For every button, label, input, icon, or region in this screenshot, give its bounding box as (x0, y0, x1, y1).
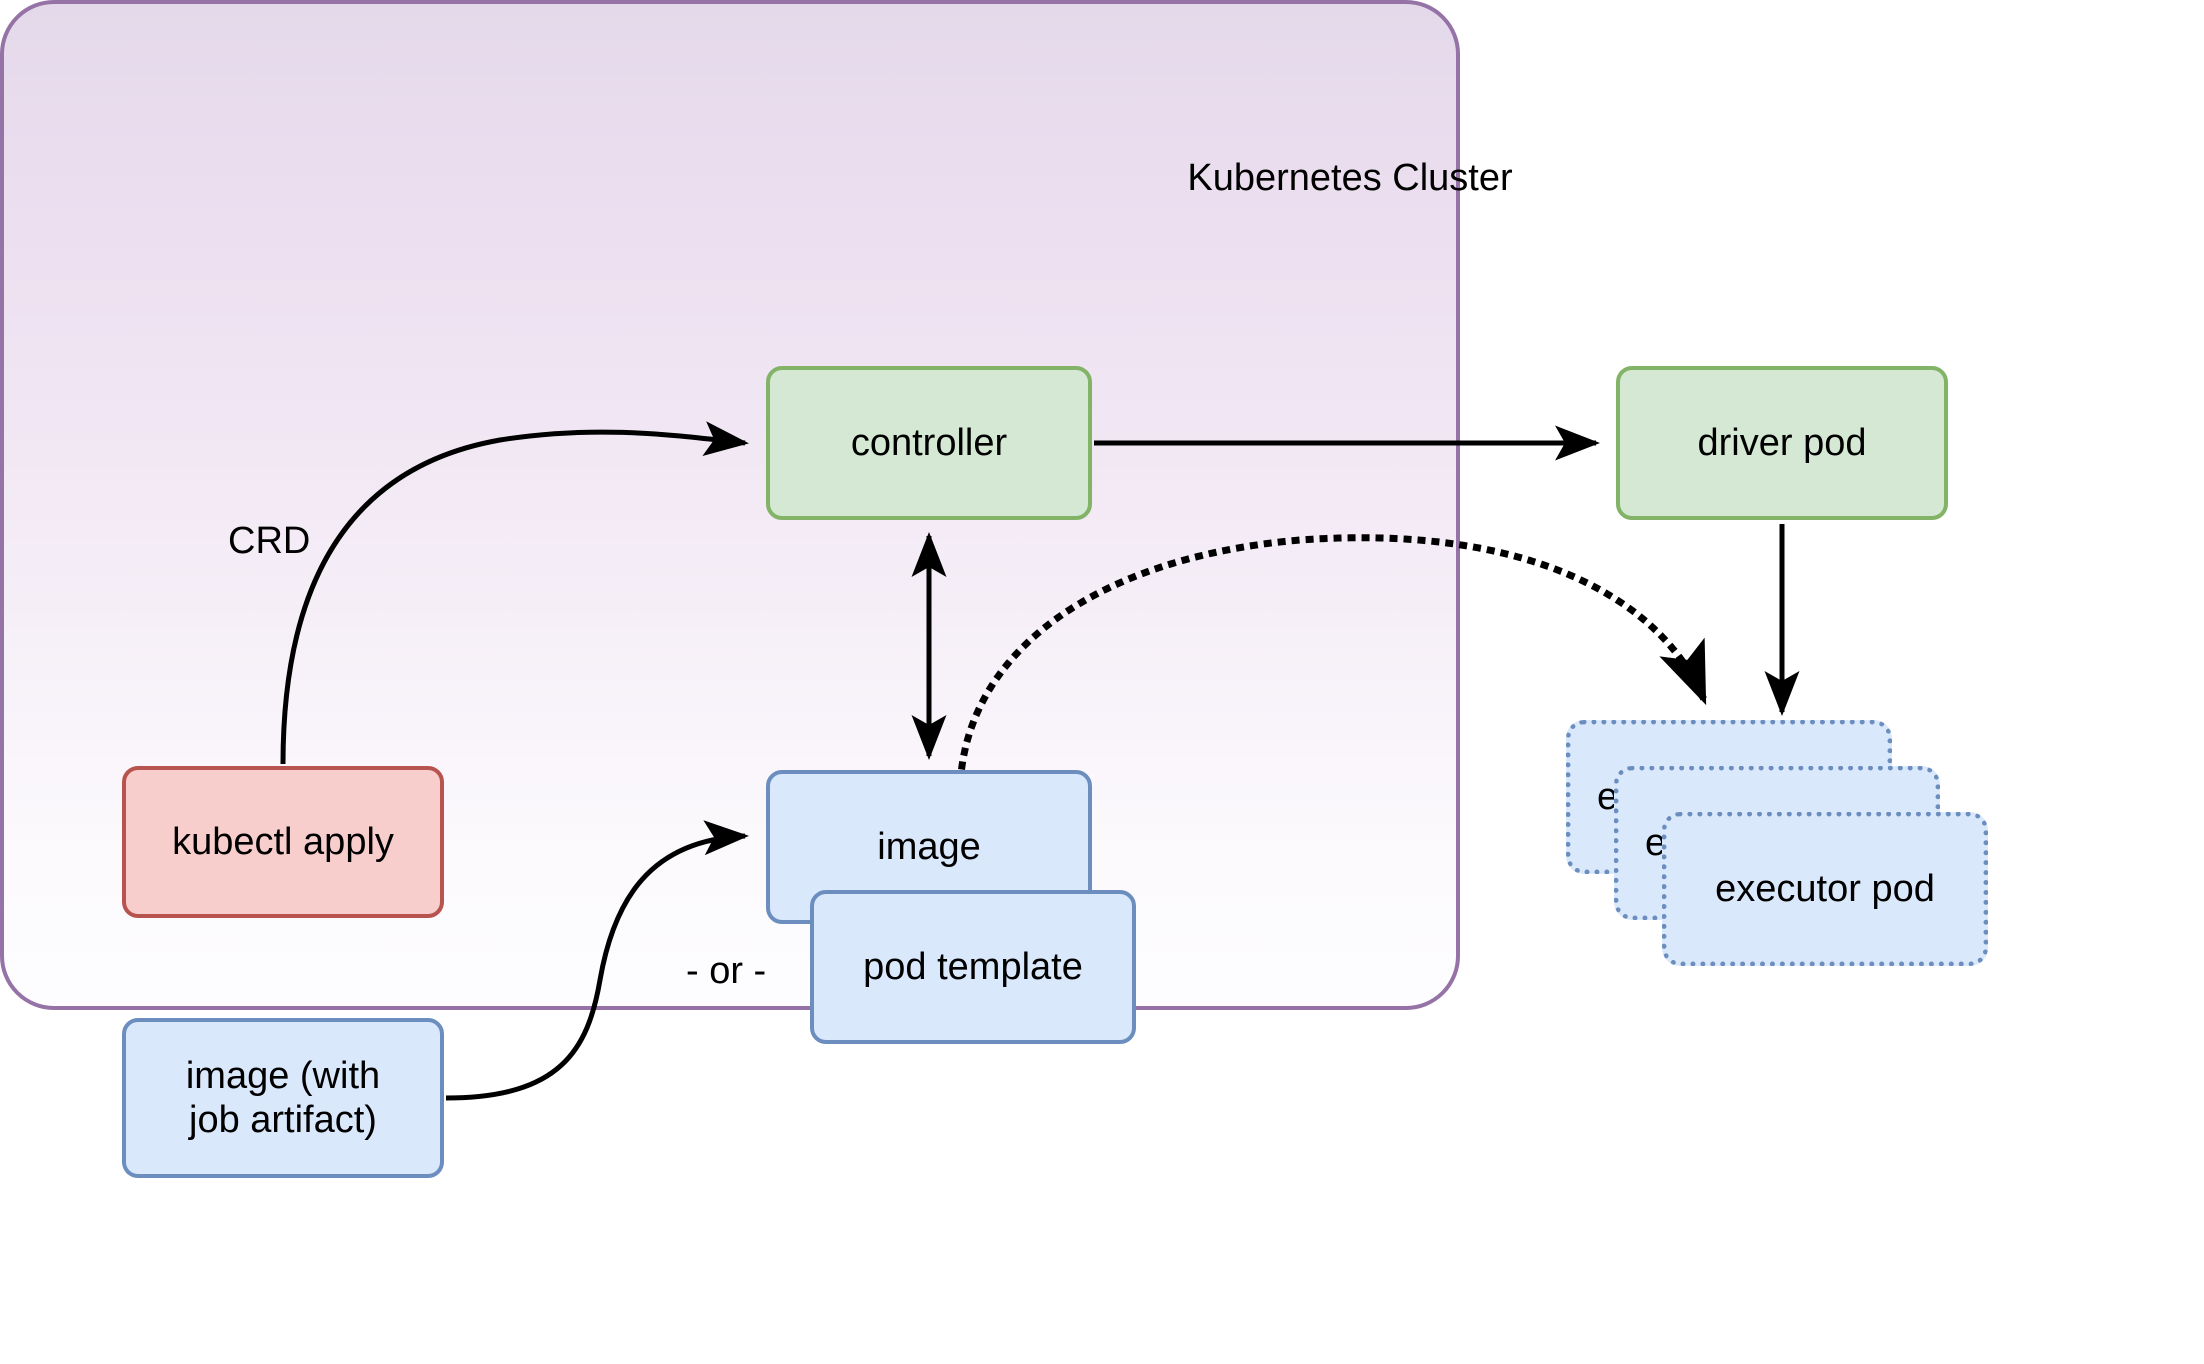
node-image-artifact-line1: image (with (185, 1054, 381, 1097)
node-kubectl-apply-label: kubectl apply (172, 820, 394, 863)
edge-label-or: - or - (686, 950, 767, 992)
node-pod-template-label: pod template (863, 945, 1083, 988)
node-kubectl-apply[interactable]: kubectl apply (122, 766, 444, 918)
node-pod-template[interactable]: pod template (810, 890, 1136, 1044)
node-executor-pod-front-label: executor pod (1715, 867, 1935, 910)
node-image-label: image (877, 825, 981, 868)
node-controller-label: controller (850, 421, 1008, 464)
cluster-title: Kubernetes Cluster (1187, 156, 1513, 199)
edge-label-crd: CRD (228, 520, 311, 562)
node-image-with-job-artifact[interactable]: image (with job artifact) (122, 1018, 444, 1178)
node-image-artifact-line2: job artifact) (189, 1099, 377, 1141)
node-driver-pod-label: driver pod (1697, 421, 1867, 464)
node-image-artifact-label: image (with job artifact) (186, 1054, 380, 1142)
node-controller[interactable]: controller (766, 366, 1092, 520)
node-driver-pod[interactable]: driver pod (1616, 366, 1948, 520)
node-executor-pod-front[interactable]: executor pod (1662, 812, 1988, 966)
